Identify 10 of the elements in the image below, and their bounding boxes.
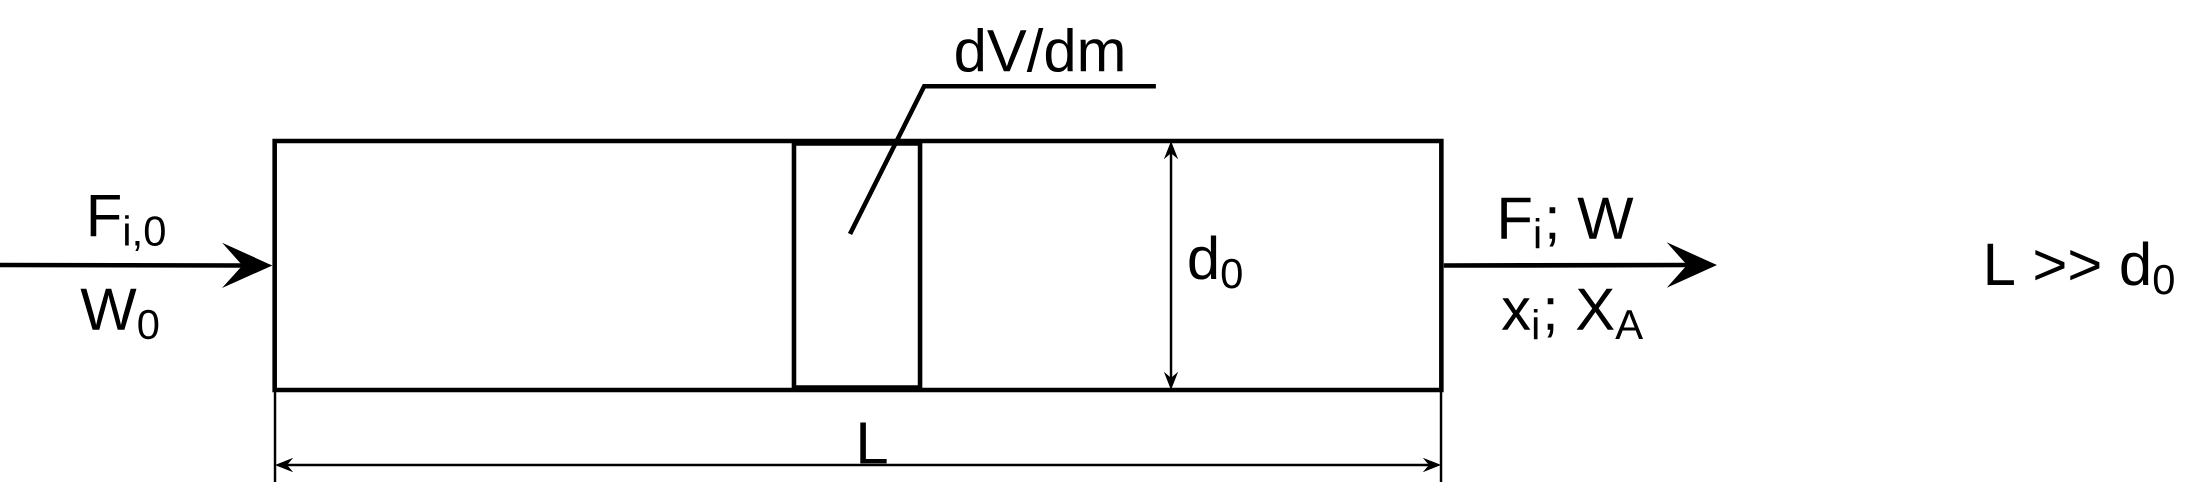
volume-element [791, 141, 923, 390]
flow-label: x$_{i}$; X$_{A}$ [1501, 288, 1644, 340]
reactor-tube [272, 138, 1444, 393]
element-label: dV/dm [956, 28, 1123, 72]
flow-label: W$_{0}$ [80, 288, 159, 340]
dimension-label: d$_{0}$ [1189, 235, 1242, 289]
flow-label: F$_{i,0}$ [90, 195, 165, 251]
leader-line [847, 84, 1156, 235]
note: L >> d$_{0}$ [1987, 241, 2174, 295]
flow-label: F$_{i}$; W [1501, 197, 1634, 249]
